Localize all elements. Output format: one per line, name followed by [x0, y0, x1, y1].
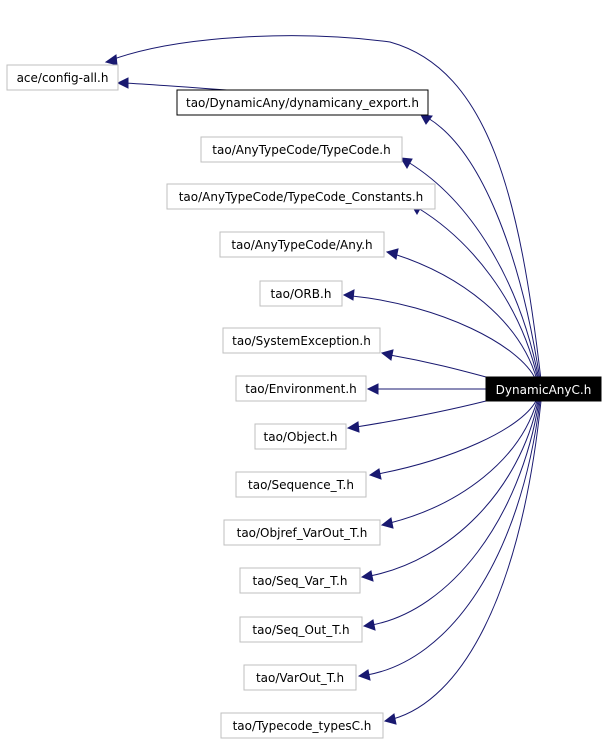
node-seq-out[interactable]: tao/Seq_Out_T.h	[239, 616, 363, 643]
edge-root-to-objref-varout	[380, 400, 538, 529]
edge-root-to-system-exception	[380, 349, 487, 378]
node-label: tao/ORB.h	[271, 287, 332, 301]
edge-root-to-object	[346, 400, 487, 433]
node-label: tao/AnyTypeCode/TypeCode.h	[212, 143, 390, 157]
edge-root-to-seq-var	[360, 400, 539, 582]
edge-root-to-dynamicany-export	[420, 114, 541, 381]
node-orb[interactable]: tao/ORB.h	[259, 280, 343, 307]
node-label: tao/AnyTypeCode/TypeCode_Constants.h	[179, 190, 424, 204]
node-label: tao/Objref_VarOut_T.h	[237, 526, 368, 540]
node-typecode-constants[interactable]: tao/AnyTypeCode/TypeCode_Constants.h	[166, 183, 436, 210]
node-label: tao/SystemException.h	[232, 334, 371, 348]
node-dynamicany-export[interactable]: tao/DynamicAny/dynamicany_export.h	[176, 89, 429, 116]
node-label: tao/Sequence_T.h	[248, 478, 354, 492]
edge-root-to-any	[385, 248, 538, 381]
edge-root-to-sequence-t	[368, 400, 537, 480]
node-system-exception[interactable]: tao/SystemException.h	[222, 327, 381, 354]
node-label: tao/AnyTypeCode/Any.h	[231, 238, 372, 252]
node-label: tao/VarOut_T.h	[256, 671, 344, 685]
edge-root-to-environment	[366, 383, 486, 395]
node-objref-varout[interactable]: tao/Objref_VarOut_T.h	[223, 519, 381, 546]
edge-root-to-typecode-constants	[410, 203, 539, 381]
edge-root-to-seq-out	[362, 400, 540, 631]
edge-root-to-typecode-types	[383, 400, 542, 725]
node-typecode[interactable]: tao/AnyTypeCode/TypeCode.h	[200, 136, 403, 163]
edge-dynamicany-export-to-config-all	[116, 77, 241, 92]
edge-root-to-config-all	[104, 35, 542, 381]
node-label: tao/Environment.h	[245, 382, 357, 396]
node-label: tao/Seq_Var_T.h	[253, 574, 348, 588]
node-seq-var[interactable]: tao/Seq_Var_T.h	[239, 567, 361, 594]
node-any[interactable]: tao/AnyTypeCode/Any.h	[219, 231, 385, 258]
node-typecode-types[interactable]: tao/Typecode_typesC.h	[220, 712, 384, 739]
node-object[interactable]: tao/Object.h	[254, 423, 347, 450]
node-varout[interactable]: tao/VarOut_T.h	[243, 664, 357, 691]
node-label: tao/Typecode_typesC.h	[233, 719, 372, 733]
edge-root-to-typecode	[400, 157, 540, 381]
node-dynamicanyc-root[interactable]: DynamicAnyC.h	[485, 376, 602, 402]
nodes: ace/config-all.h tao/DynamicAny/dynamica…	[6, 64, 602, 739]
edge-root-to-orb	[342, 289, 537, 381]
node-label: ace/config-all.h	[17, 71, 109, 85]
edge-root-to-varout	[357, 400, 541, 681]
node-label: tao/Seq_Out_T.h	[252, 623, 349, 637]
node-label: tao/DynamicAny/dynamicany_export.h	[186, 96, 419, 110]
node-environment[interactable]: tao/Environment.h	[235, 375, 367, 402]
node-config-all[interactable]: ace/config-all.h	[6, 64, 119, 91]
edges	[104, 35, 542, 725]
node-label: tao/Object.h	[264, 430, 338, 444]
root-node-label: DynamicAnyC.h	[496, 383, 592, 397]
node-sequence-t[interactable]: tao/Sequence_T.h	[235, 471, 367, 498]
